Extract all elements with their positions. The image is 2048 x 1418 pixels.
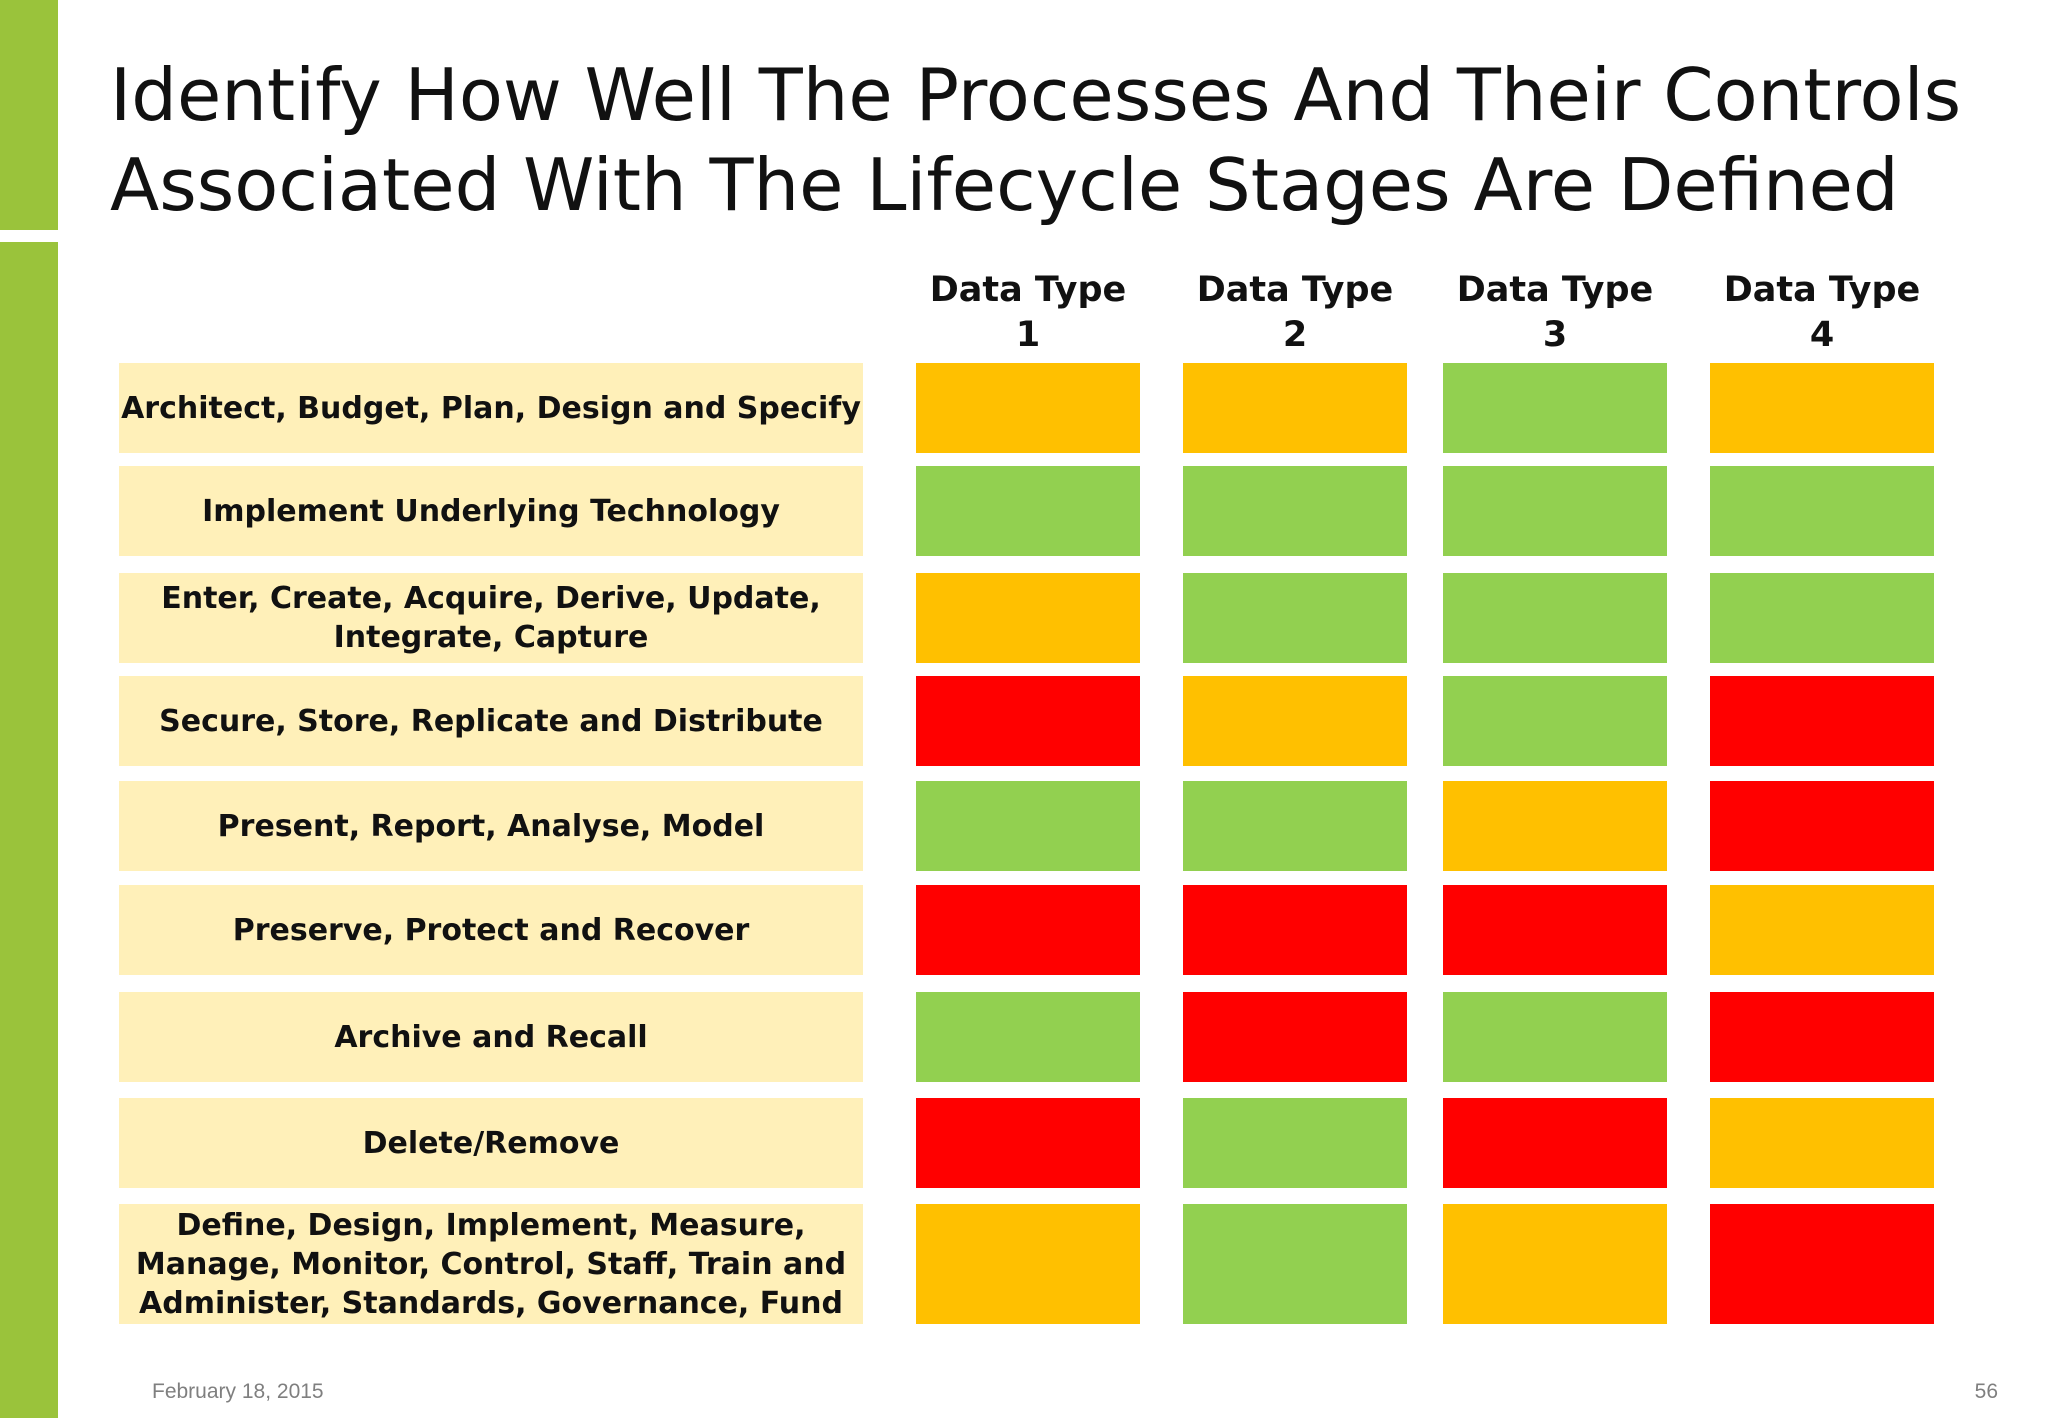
column-header-label: Data Type <box>1456 270 1654 310</box>
heatmap-cell-amber <box>1710 363 1934 453</box>
heatmap-cell-green <box>1710 466 1934 556</box>
heatmap-cell-green <box>1443 466 1667 556</box>
title-line-1: Identify How Well The Processes And Thei… <box>110 53 1962 137</box>
page-number: 56 <box>1974 1380 1998 1403</box>
column-header-number: 4 <box>1809 315 1835 355</box>
title-line-2: Associated With The Lifecycle Stages Are… <box>110 143 1899 227</box>
row-label: Define, Design, Implement, Measure, Mana… <box>119 1204 863 1324</box>
row-label: Enter, Create, Acquire, Derive, Update, … <box>119 573 863 663</box>
heatmap-cell-red <box>1443 885 1667 975</box>
heatmap-cell-green <box>916 781 1140 871</box>
column-header-2: Data Type 2 <box>1183 268 1407 358</box>
heatmap-cell-amber <box>916 1204 1140 1324</box>
row-label: Secure, Store, Replicate and Distribute <box>119 676 863 766</box>
column-header-3: Data Type 3 <box>1443 268 1667 358</box>
column-header-label: Data Type <box>929 270 1127 310</box>
heatmap-cell-green <box>1183 466 1407 556</box>
heatmap-cell-red <box>1183 885 1407 975</box>
column-header-4: Data Type 4 <box>1710 268 1934 358</box>
column-header-label: Data Type <box>1723 270 1921 310</box>
heatmap-cell-red <box>1710 676 1934 766</box>
heatmap-cell-red <box>916 1098 1140 1188</box>
heatmap-cell-red <box>1443 1098 1667 1188</box>
slide-title: Identify How Well The Processes And Thei… <box>110 50 1990 230</box>
accent-bar-bottom <box>0 242 58 1418</box>
row-label: Architect, Budget, Plan, Design and Spec… <box>119 363 863 453</box>
heatmap-cell-red <box>1710 992 1934 1082</box>
row-label: Preserve, Protect and Recover <box>119 885 863 975</box>
column-header-number: 2 <box>1282 315 1308 355</box>
heatmap-cell-green <box>916 466 1140 556</box>
heatmap-cell-red <box>916 676 1140 766</box>
heatmap-cell-amber <box>1710 885 1934 975</box>
column-header-number: 1 <box>1015 315 1041 355</box>
heatmap-cell-amber <box>916 573 1140 663</box>
heatmap-cell-green <box>1443 573 1667 663</box>
heatmap-cell-green <box>916 992 1140 1082</box>
column-header-label: Data Type <box>1196 270 1394 310</box>
heatmap-cell-green <box>1710 573 1934 663</box>
heatmap-cell-amber <box>1443 781 1667 871</box>
heatmap-cell-green <box>1183 781 1407 871</box>
heatmap-cell-amber <box>1710 1098 1934 1188</box>
heatmap-cell-green <box>1183 1204 1407 1324</box>
heatmap-cell-green <box>1443 992 1667 1082</box>
heatmap-cell-green <box>1443 363 1667 453</box>
row-label: Delete/Remove <box>119 1098 863 1188</box>
heatmap-cell-amber <box>1443 1204 1667 1324</box>
accent-bar-top <box>0 0 58 230</box>
column-header-1: Data Type 1 <box>916 268 1140 358</box>
column-header-number: 3 <box>1542 315 1568 355</box>
heatmap-cell-green <box>1443 676 1667 766</box>
heatmap-cell-green <box>1183 573 1407 663</box>
heatmap-cell-red <box>916 885 1140 975</box>
row-label: Implement Underlying Technology <box>119 466 863 556</box>
row-label: Present, Report, Analyse, Model <box>119 781 863 871</box>
heatmap-cell-red <box>1710 1204 1934 1324</box>
heatmap-cell-green <box>1183 1098 1407 1188</box>
heatmap-cell-amber <box>1183 363 1407 453</box>
heatmap-cell-amber <box>1183 676 1407 766</box>
footer-date: February 18, 2015 <box>152 1380 324 1403</box>
heatmap-cell-amber <box>916 363 1140 453</box>
row-label: Archive and Recall <box>119 992 863 1082</box>
heatmap-cell-red <box>1183 992 1407 1082</box>
heatmap-cell-red <box>1710 781 1934 871</box>
